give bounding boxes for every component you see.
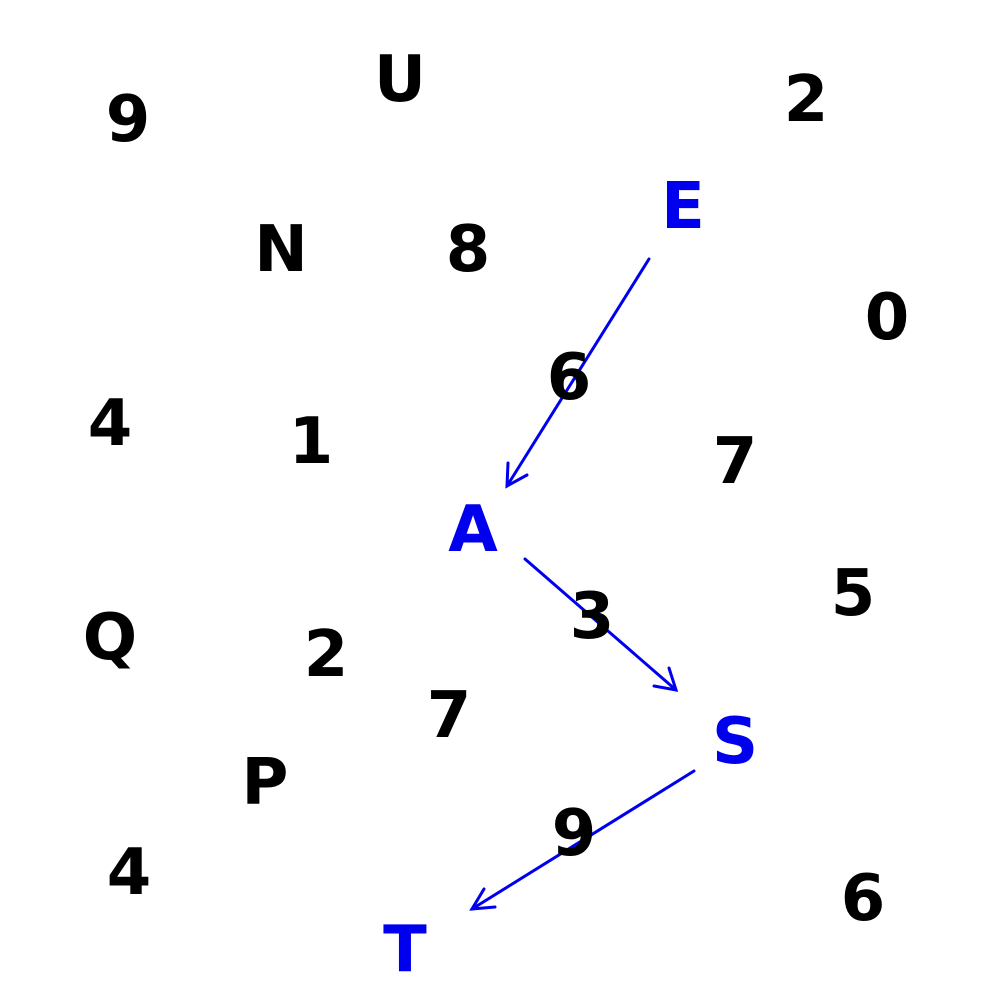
- distractor-char: 4: [106, 836, 152, 910]
- distractor-char: 0: [864, 281, 910, 355]
- distractor-char: Q: [82, 601, 138, 675]
- path-letter-e: E: [661, 170, 705, 244]
- distractor-char: 7: [712, 425, 758, 499]
- distractor-char: 9: [105, 83, 151, 157]
- distractor-char: 9: [551, 797, 597, 871]
- distractor-char: 5: [830, 557, 876, 631]
- distractor-char: 3: [569, 580, 615, 654]
- distractor-char: U: [374, 43, 426, 117]
- distractor-char: 4: [87, 387, 133, 461]
- distractor-char: 2: [783, 63, 829, 137]
- path-letter-a: A: [448, 493, 498, 567]
- path-letter-s: S: [711, 705, 759, 779]
- distractor-char: 1: [288, 405, 334, 479]
- distractor-char: P: [241, 746, 289, 820]
- distractor-char: 6: [546, 341, 592, 415]
- path-letter-t: T: [383, 913, 427, 987]
- distractor-char: 6: [840, 862, 886, 936]
- distractor-char: 2: [303, 618, 349, 692]
- distractor-char: 8: [445, 213, 491, 287]
- distractor-char: 7: [426, 679, 472, 753]
- distractor-char: N: [254, 213, 308, 287]
